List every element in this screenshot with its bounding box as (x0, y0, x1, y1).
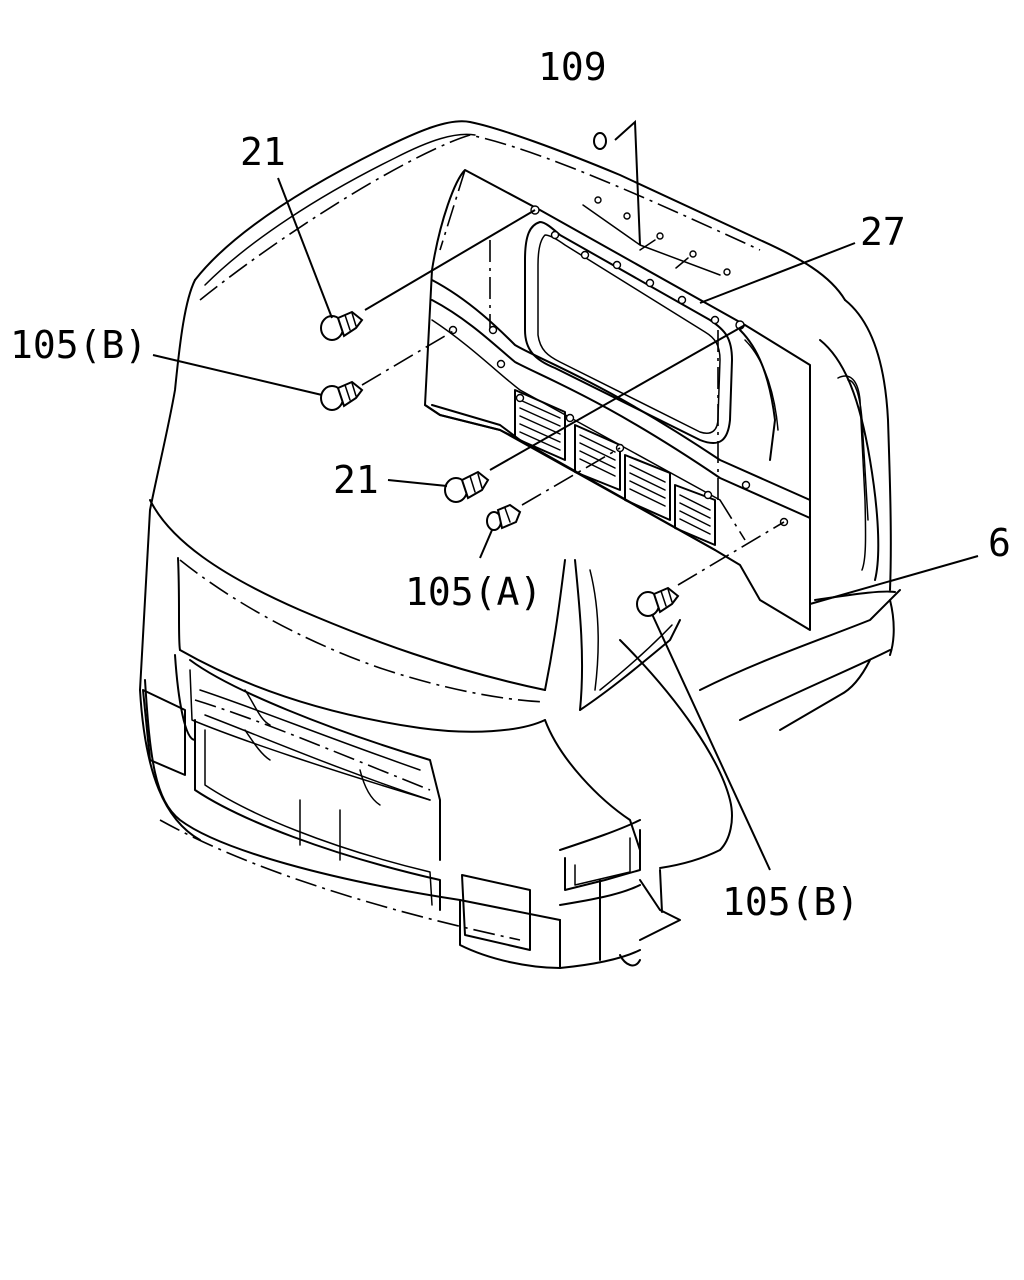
callout-27: 27 (860, 210, 906, 254)
callout-105b-left: 105(B) (10, 323, 147, 367)
screw-105a (486, 447, 621, 531)
callout-105b-bottom: 105(B) (722, 880, 859, 924)
clip-21-mid (444, 324, 746, 503)
callout-105a: 105(A) (405, 570, 542, 614)
rear-window-panel (424, 169, 811, 631)
clip-105b-bottom (636, 521, 785, 617)
vent-slats (519, 399, 711, 535)
leader-lines (152, 177, 979, 871)
callout-21-top: 21 (240, 130, 286, 174)
clip-21-top (320, 209, 536, 341)
callout-6: 6 (988, 521, 1011, 565)
clip-105b-left (320, 329, 456, 411)
callout-labels: 109 21 27 105(B) 21 6 105(A) 105(B) (10, 45, 1011, 924)
cab-body (139, 120, 901, 969)
callout-21-mid: 21 (333, 458, 379, 502)
callout-109: 109 (538, 45, 607, 89)
part-109-hardware (582, 119, 731, 276)
